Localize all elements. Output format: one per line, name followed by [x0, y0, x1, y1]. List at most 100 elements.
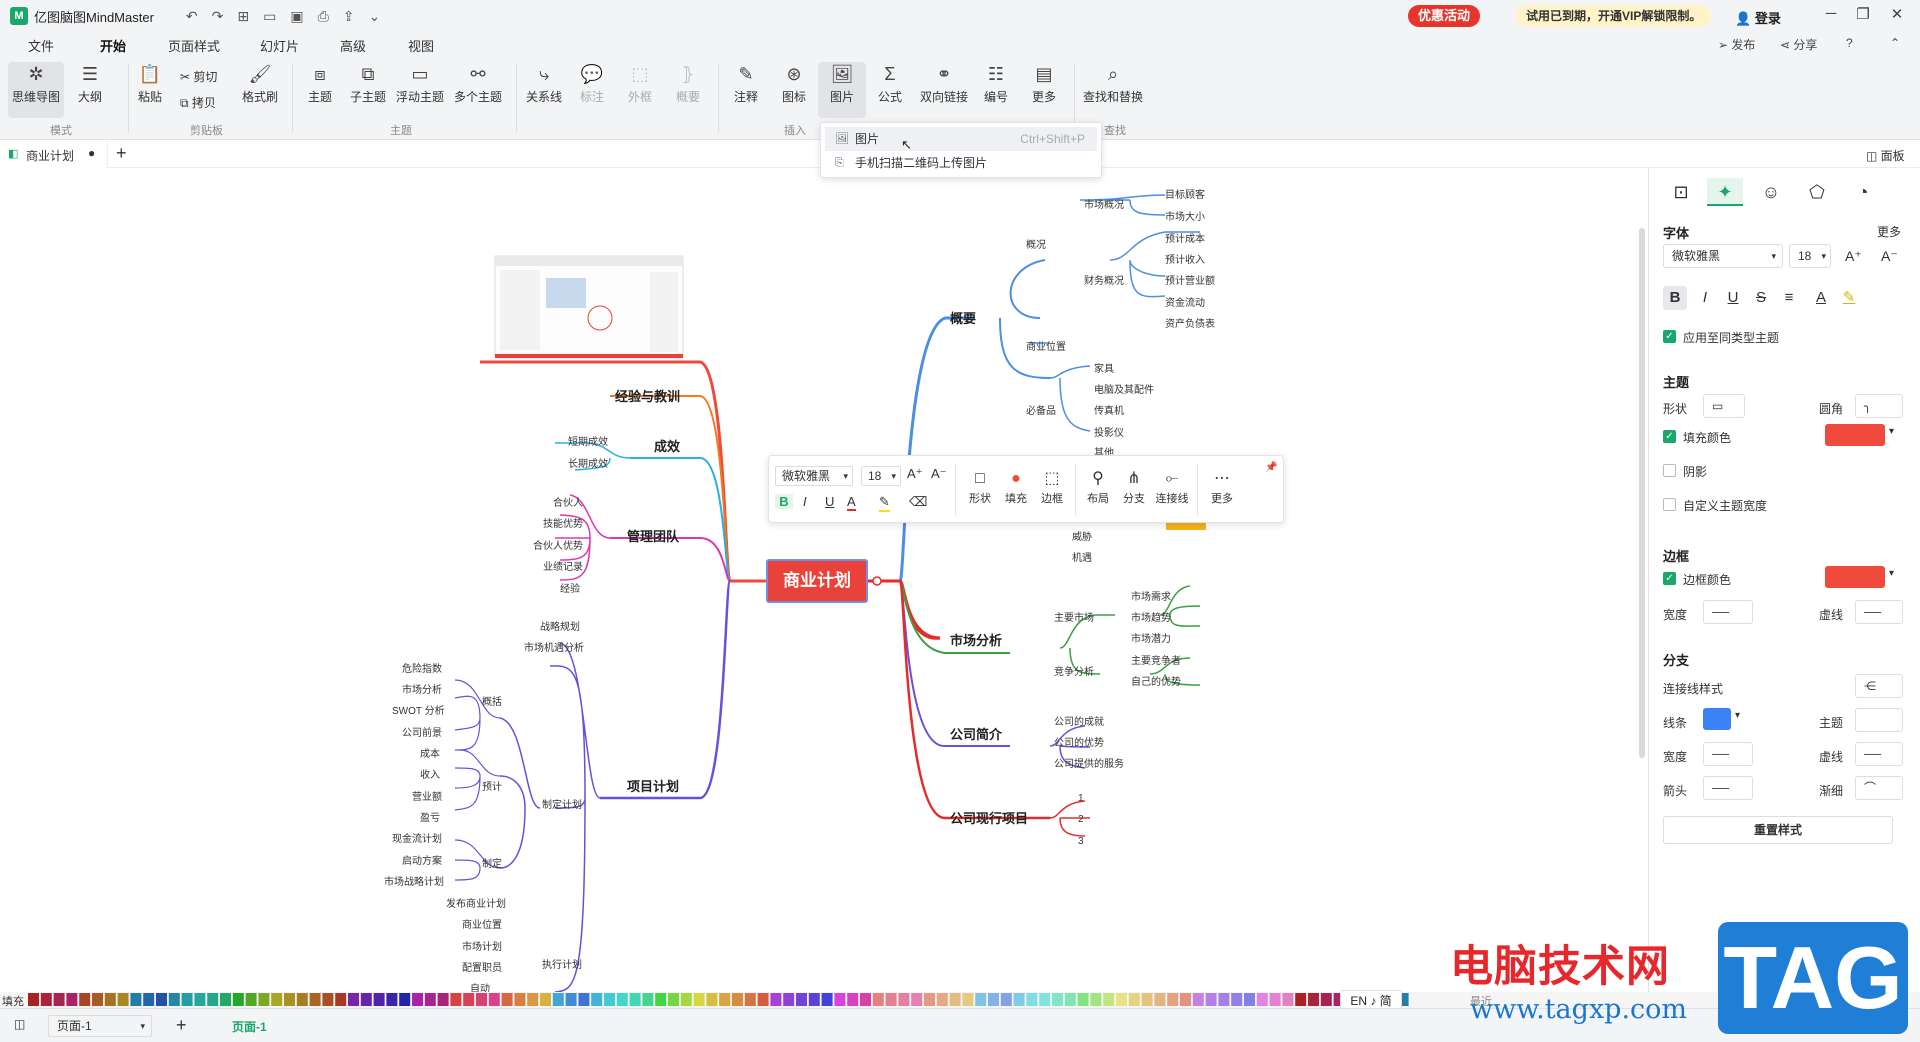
mindmap-view-button[interactable]: ✲思维导图	[8, 62, 64, 118]
node-target-customer[interactable]: 目标顾客	[1165, 190, 1205, 201]
node-self[interactable]: 自动	[470, 984, 490, 992]
summary-button[interactable]: ⦄概要	[664, 62, 712, 105]
float-more-button[interactable]: ⋯更多	[1205, 468, 1239, 506]
export-icon[interactable]: ⇪	[342, 7, 355, 24]
node-swot[interactable]: SWOT 分析	[392, 706, 445, 717]
publish-button[interactable]: ➢ 发布	[1718, 38, 1756, 52]
border-dash-select[interactable]: ──	[1855, 600, 1903, 624]
border-width-select[interactable]: ──	[1703, 600, 1753, 624]
branch-results[interactable]: 成效	[654, 439, 681, 454]
underline-icon[interactable]: U	[825, 494, 835, 509]
add-tab-icon[interactable]: +	[116, 143, 127, 163]
highlight-icon[interactable]: ✎	[879, 494, 890, 512]
node-project-2[interactable]: 2	[1078, 814, 1084, 825]
help-button[interactable]: ?	[1846, 36, 1853, 50]
document-tab[interactable]: ◧ 商业计划 ●	[0, 140, 108, 168]
node-make-plan[interactable]: 制定计划	[542, 800, 582, 811]
node-projector[interactable]: 投影仪	[1094, 428, 1124, 439]
boundary-button[interactable]: ⬚外框	[616, 62, 664, 105]
branch-overview[interactable]: 概要	[950, 311, 977, 326]
menu-tab-file[interactable]: 文件	[28, 39, 55, 54]
node-execute-plan[interactable]: 执行计划	[542, 960, 582, 971]
node-short-term[interactable]: 短期成效	[568, 437, 608, 448]
node-threat[interactable]: 威胁	[1072, 532, 1092, 543]
more-insert-button[interactable]: ▤更多	[1020, 62, 1068, 105]
root-node[interactable]: 商业计划	[766, 559, 868, 603]
node-market-trend[interactable]: 市场趋势	[1131, 613, 1171, 624]
node-plan-location[interactable]: 商业位置	[462, 920, 502, 931]
node-achievements[interactable]: 公司的成就	[1054, 717, 1104, 728]
node-profit[interactable]: 盈亏	[420, 813, 440, 824]
topic-button[interactable]: ⧈主题	[296, 62, 344, 105]
apply-same-checkbox[interactable]: ✓	[1663, 330, 1676, 343]
menu-tab-view[interactable]: 视图	[408, 39, 435, 54]
node-market-demand[interactable]: 市场需求	[1131, 592, 1171, 603]
highlight-icon[interactable]: ✎	[1842, 289, 1856, 306]
float-font-select[interactable]: 微软雅黑▾	[775, 466, 853, 486]
line-color-swatch[interactable]	[1703, 708, 1731, 730]
cut-button[interactable]: ✂ 剪切	[180, 70, 218, 84]
node-staffing[interactable]: 配置职员	[462, 963, 502, 974]
bilink-button[interactable]: ⚭双向链接	[916, 62, 972, 105]
font-color-icon[interactable]: A	[1815, 289, 1826, 306]
mindmap-canvas[interactable]: 概要 市场分析 公司简介 公司现行项目 经验与教训 成效 管理团队 项目计划 商…	[0, 168, 1648, 992]
history-tab-icon[interactable]: ◔	[1857, 182, 1869, 202]
grow-font-icon[interactable]: A⁺	[1845, 248, 1862, 264]
underline-icon[interactable]: U	[1727, 289, 1739, 306]
unsaved-dot-icon[interactable]: ●	[88, 146, 96, 160]
collapse-ribbon-icon[interactable]: ⌃	[1890, 36, 1901, 50]
node-project-3[interactable]: 3	[1078, 836, 1084, 847]
dropdown-item-qr-upload[interactable]: ⎘手机扫描二维码上传图片	[825, 151, 1097, 175]
panel-font-select[interactable]: 微软雅黑▾	[1663, 244, 1783, 268]
numbering-button[interactable]: ☷编号	[972, 62, 1020, 105]
chevron-down-icon[interactable]: ▾	[1735, 710, 1741, 721]
node-long-term[interactable]: 长期成效	[568, 459, 608, 470]
branch-topic-select[interactable]	[1855, 708, 1903, 732]
float-layout-button[interactable]: ⚲布局	[1081, 468, 1115, 506]
minimize-icon[interactable]: ─	[1825, 5, 1837, 22]
node-risk[interactable]: 危险指数	[402, 664, 442, 675]
add-page-icon[interactable]: +	[176, 1015, 187, 1035]
menu-tab-start[interactable]: 开始	[100, 36, 127, 60]
node-furniture[interactable]: 家具	[1094, 364, 1114, 375]
node-own-advantage[interactable]: 自己的优势	[1131, 677, 1181, 688]
fill-color-swatch[interactable]	[1825, 424, 1885, 446]
float-connector-button[interactable]: ⟜连接线	[1155, 468, 1189, 506]
undo-icon[interactable]: ↶	[185, 7, 198, 24]
border-color-swatch[interactable]	[1825, 566, 1885, 588]
node-budget[interactable]: 预计	[482, 782, 502, 793]
node-opportunity[interactable]: 机遇	[1072, 553, 1092, 564]
node-cost[interactable]: 成本	[420, 749, 440, 760]
node-finance-overview[interactable]: 财务概况	[1084, 276, 1124, 287]
node-formulate[interactable]: 制定	[482, 859, 502, 870]
save-icon[interactable]: ▣	[290, 7, 304, 24]
outline-view-button[interactable]: ☰大纲	[66, 62, 114, 105]
image-button[interactable]: 🖼图片	[818, 62, 866, 118]
corner-select[interactable]: ╮	[1855, 394, 1903, 418]
chevron-down-icon[interactable]: ▾	[1889, 568, 1895, 579]
canvas-scrollbar[interactable]	[1639, 228, 1645, 758]
page-view-icon[interactable]: ◫	[14, 1017, 26, 1031]
node-partner-advantage[interactable]: 合伙人优势	[533, 541, 583, 552]
branch-company-intro[interactable]: 公司简介	[950, 727, 1003, 742]
panel-toggle-button[interactable]: ◫ 面板	[1866, 149, 1905, 163]
clear-format-icon[interactable]: ⌫	[909, 494, 928, 509]
multi-topic-button[interactable]: ⚯多个主题	[454, 62, 502, 105]
menu-tab-slides[interactable]: 幻灯片	[260, 39, 300, 54]
shrink-font-icon[interactable]: A⁻	[1881, 248, 1898, 264]
strikethrough-icon[interactable]: S	[1755, 289, 1766, 306]
promo-button[interactable]: 优惠活动	[1408, 5, 1481, 27]
custom-width-checkbox[interactable]	[1663, 498, 1676, 511]
fill-color-checkbox[interactable]: ✓	[1663, 430, 1676, 443]
page-tab[interactable]: 页面-1	[232, 1020, 267, 1034]
node-experience[interactable]: 经验	[560, 584, 580, 595]
node-plan-market-analysis[interactable]: 市场分析	[402, 685, 442, 696]
float-size-select[interactable]: 18▾	[861, 466, 901, 486]
open-folder-icon[interactable]: ▭	[263, 7, 277, 24]
node-publish-plan[interactable]: 发布商业计划	[446, 899, 506, 910]
font-more-link[interactable]: 更多	[1877, 225, 1902, 239]
node-essentials[interactable]: 必备品	[1026, 406, 1056, 417]
italic-icon[interactable]: I	[803, 494, 807, 509]
node-main-market[interactable]: 主要市场	[1054, 613, 1094, 624]
